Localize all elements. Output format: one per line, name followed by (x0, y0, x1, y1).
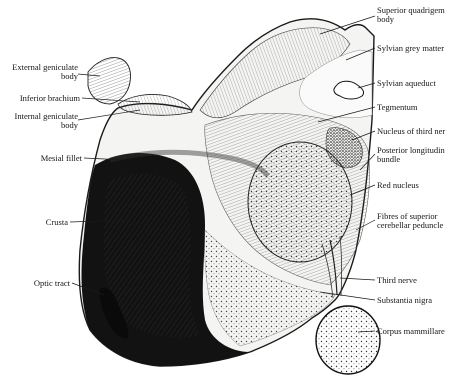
label-crusta: Crusta (2, 218, 68, 227)
label-internal-geniculate-body: Internal geniculate body (2, 112, 78, 129)
label-posterior-longitudinal-bundle: Posterior longitudin bundle (377, 146, 454, 163)
label-third-nerve: Third nerve (377, 276, 454, 285)
corpus-mammillare-shape (316, 306, 380, 374)
label-tegmentum: Tegmentum (377, 103, 454, 112)
label-fibres-of-superior-cerebellar-peduncle: Fibres of superior cerebellar peduncle (377, 212, 454, 229)
label-external-geniculate-body: External geniculate body (2, 63, 78, 80)
label-inferior-brachium: Inferior brachium (2, 94, 80, 103)
label-corpus-mammillare: Corpus mammillare (377, 327, 454, 336)
label-mesial-fillet: Mesial fillet (2, 154, 82, 163)
label-red-nucleus: Red nucleus (377, 181, 454, 190)
label-nucleus-of-third-nerve: Nucleus of third ner (377, 127, 454, 136)
external-geniculate-shape (88, 58, 131, 104)
label-substantia-nigra: Substantia nigra (377, 296, 454, 305)
label-optic-tract: Optic tract (2, 279, 70, 288)
label-sylvian-aqueduct: Sylvian aqueduct (377, 79, 454, 88)
label-superior-quadrigeminal-body: Superior quadrigem body (377, 6, 454, 23)
label-sylvian-grey-matter: Sylvian grey matter (377, 44, 454, 53)
